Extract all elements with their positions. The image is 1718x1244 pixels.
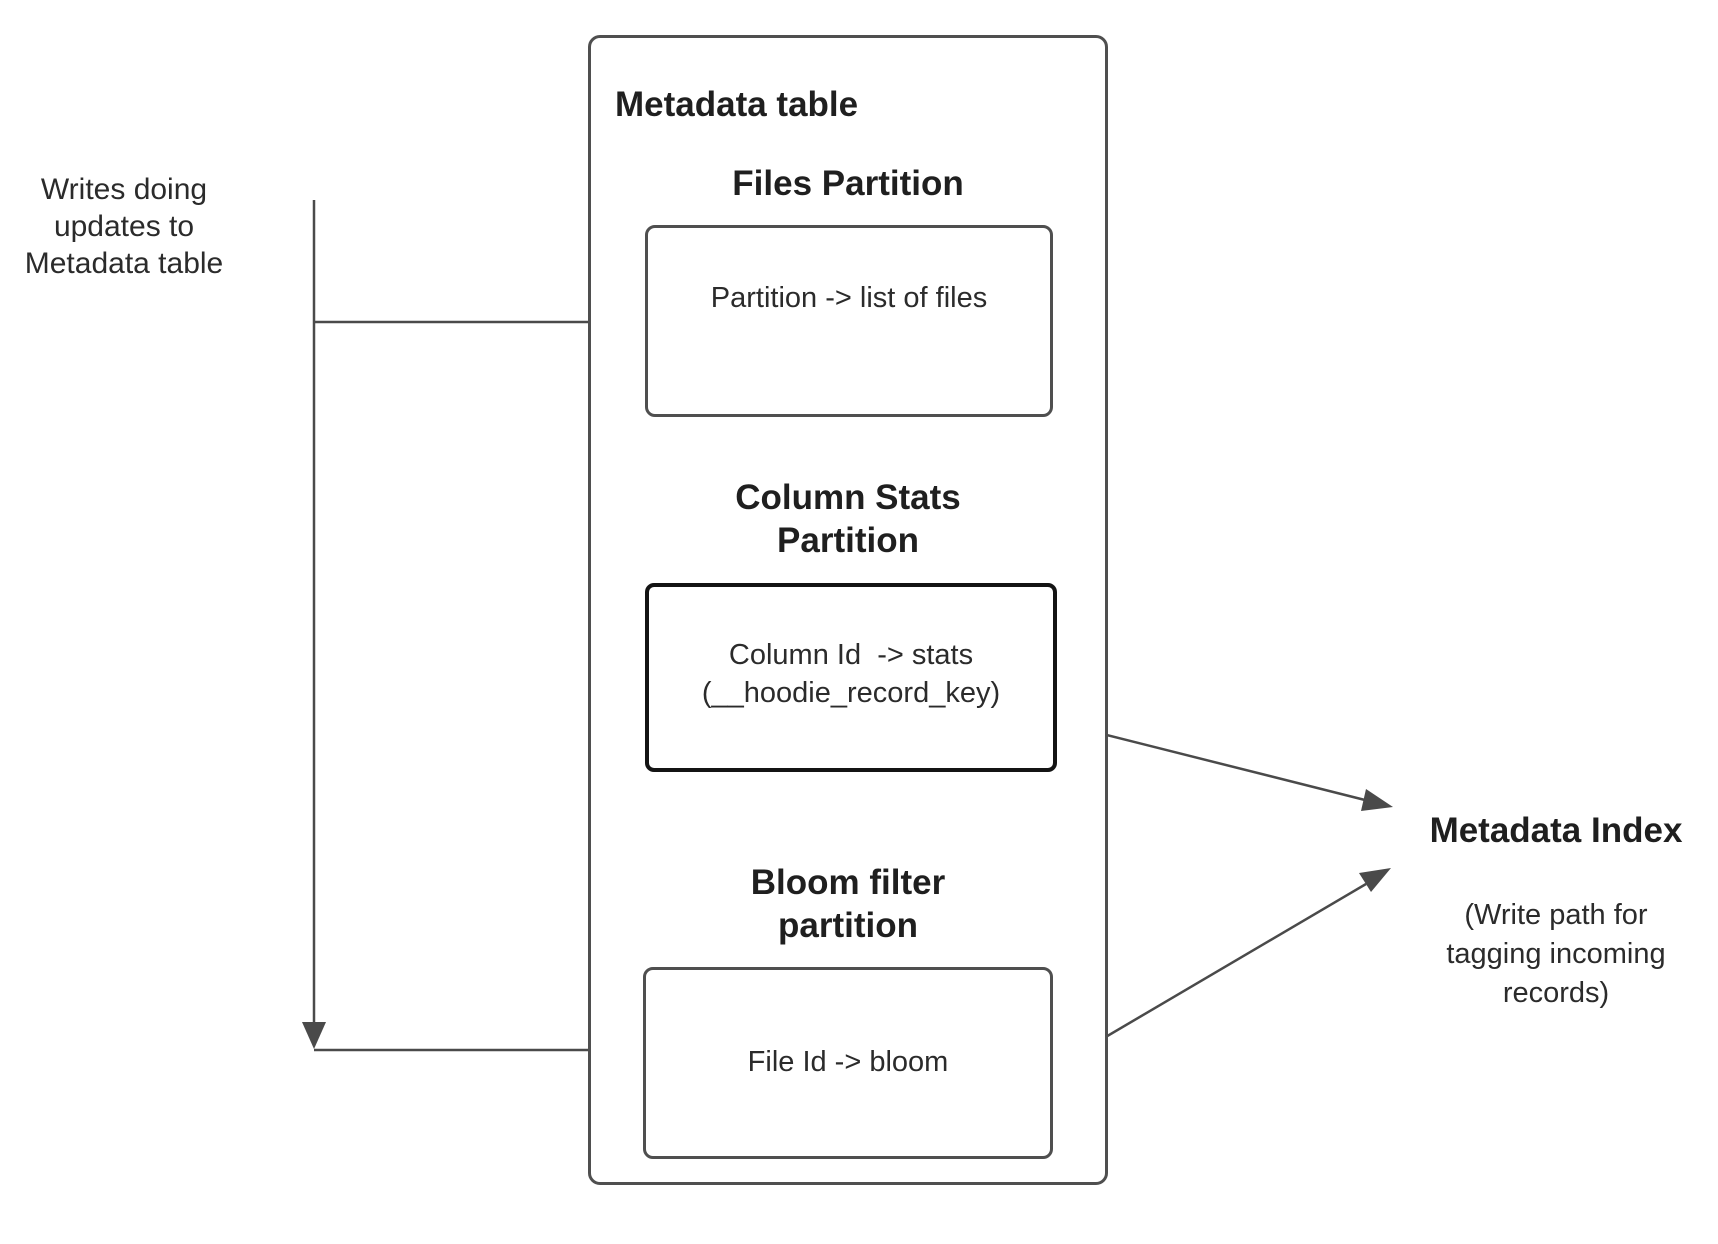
bloom-filter-heading: Bloom filter partition xyxy=(750,863,946,945)
metadata-table-title: Metadata table xyxy=(615,85,859,124)
column-stats-arrowhead-icon xyxy=(1361,789,1393,811)
files-partition-content: Partition -> list of files xyxy=(710,282,988,314)
metadata-index-note: (Write path for tagging incoming records… xyxy=(1446,899,1666,1009)
down-arrowhead-icon xyxy=(302,1022,326,1049)
metadata-index-title: Metadata Index xyxy=(1429,811,1683,850)
bloom-filter-content: File Id -> bloom xyxy=(747,1046,949,1078)
files-partition-heading: Files Partition xyxy=(732,164,964,203)
writes-label: Writes doing updates to Metadata table xyxy=(24,173,224,280)
column-stats-content: Column Id -> stats (__hoodie_record_key) xyxy=(701,639,1001,709)
files-partition-box xyxy=(645,225,1053,417)
bloom-filter-box xyxy=(643,967,1053,1159)
column-stats-box xyxy=(645,583,1057,772)
bloom-arrowhead-icon xyxy=(1359,868,1391,892)
column-stats-heading: Column Stats Partition xyxy=(735,478,961,560)
